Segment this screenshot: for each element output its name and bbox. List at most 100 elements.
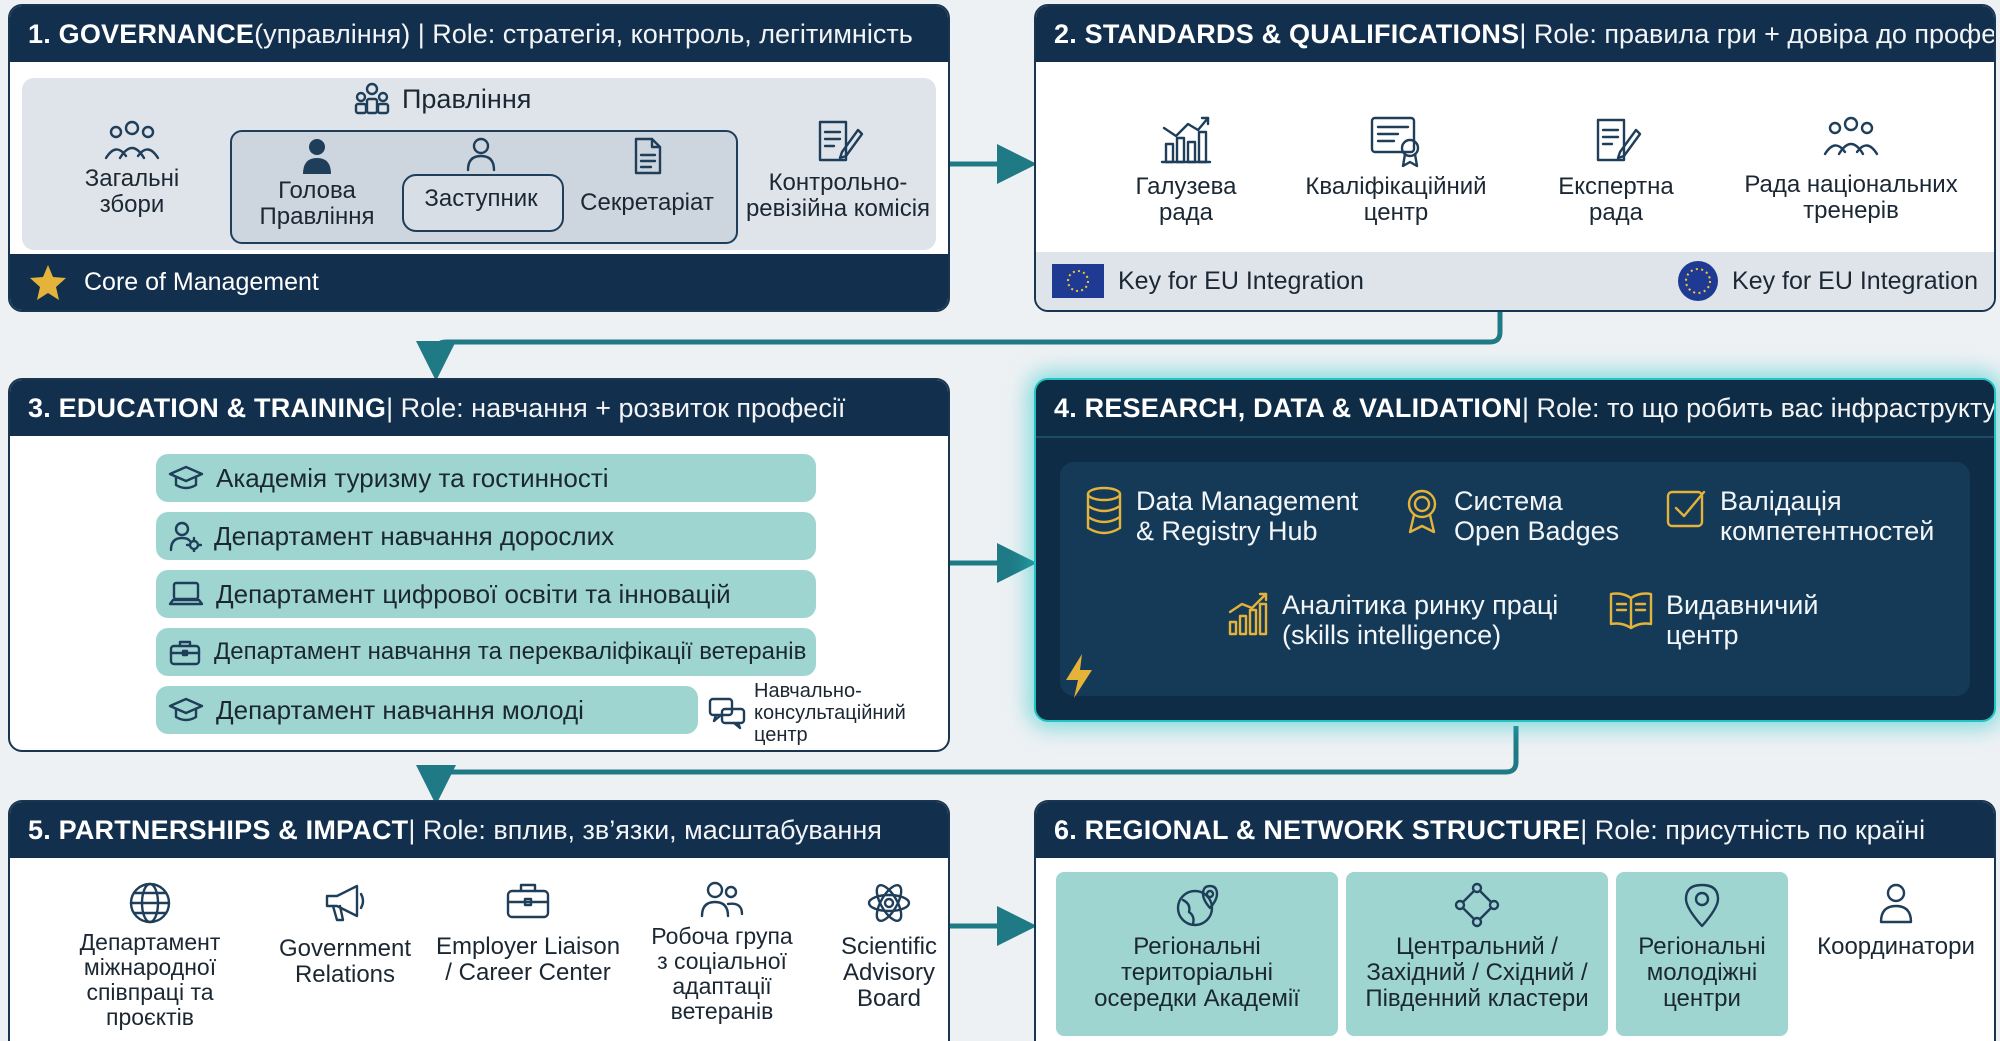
research-header: 4. RESEARCH, DATA & VALIDATION | Role: т… — [1036, 380, 1994, 438]
governance-body: Правління Загальні збори Голова Правлінн… — [22, 78, 936, 250]
regional-title: 6. REGIONAL & NETWORK STRUCTURE — [1054, 814, 1581, 845]
star-icon — [30, 265, 66, 300]
regional-item-coordinators: Координатори — [1796, 882, 1994, 960]
arrow-2-to-3 — [416, 312, 1503, 381]
clipboard-edit-icon — [818, 120, 864, 162]
chat-icon — [708, 697, 746, 730]
deputy-pill — [402, 174, 564, 232]
growth-chart-icon — [1160, 116, 1212, 164]
governance-title: 1. GOVERNANCE — [28, 18, 255, 49]
checkbox-icon — [1666, 490, 1706, 528]
standards-role: | Role: правила гри + довіра до професії — [1519, 18, 1994, 49]
deputy-label: Заступник — [424, 185, 538, 212]
research-item-publishing: Видавничий центр — [1608, 590, 1818, 650]
standards-header: 2. STANDARDS & QUALIFICATIONS | Role: пр… — [1036, 6, 1994, 62]
regional-item-youth-centers: Регіональні молодіжні центри — [1616, 872, 1788, 1036]
expert-council: Експертна рада — [1536, 114, 1696, 226]
location-pin-icon — [1684, 883, 1720, 928]
network-icon — [1454, 882, 1500, 928]
board-label: Правління — [402, 83, 532, 114]
partnerships-header: 5. PARTNERSHIPS & IMPACT | Role: вплив, … — [10, 802, 948, 858]
group-icon — [354, 82, 390, 115]
book-icon — [1609, 592, 1653, 630]
education-item-academy: Академія туризму та гостинності — [156, 454, 816, 502]
graduation-cap-icon — [168, 697, 204, 722]
badge-icon — [1407, 489, 1437, 534]
eu-circle-icon — [1678, 261, 1719, 301]
research-item-label: Data Management & Registry Hub — [1136, 486, 1359, 546]
qualification-center-label: Кваліфікаційний центр — [1305, 173, 1487, 226]
audit-commission-label: Контрольно- ревізійна комісія — [745, 169, 931, 222]
partnership-item-employer: Employer Liaison / Career Center — [428, 880, 628, 986]
partnerships-role: | Role: вплив, зв’язки, масштабування — [408, 814, 882, 845]
standards-footer: Key for EU Integration Key for EU Integr… — [1036, 252, 1994, 310]
education-item-label: Академія туризму та гостинності — [216, 462, 609, 493]
atom-icon — [867, 884, 911, 922]
megaphone-icon — [325, 884, 365, 922]
lightning-icon — [1066, 654, 1092, 698]
partnership-item-label: Government Relations — [278, 935, 412, 988]
person-outline-icon — [1879, 883, 1913, 924]
people-pair-icon — [700, 881, 744, 918]
secretariat-label: Секретаріат — [580, 189, 714, 216]
regional-panel: 6. REGIONAL & NETWORK STRUCTURE | Role: … — [1034, 800, 1996, 1041]
education-item-label: Департамент навчання та перекваліфікації… — [214, 638, 807, 665]
regional-role: | Role: присутність по країні — [1580, 814, 1926, 845]
person-outline-icon — [466, 137, 496, 172]
education-header: 3. EDUCATION & TRAINING | Role: навчання… — [10, 380, 948, 436]
governance-footer: Core of Management — [10, 254, 948, 310]
education-item-label: Департамент цифрової освіти та інновацій — [216, 578, 731, 609]
regional-item-clusters: Центральний / Західний / Східний / Півде… — [1346, 872, 1608, 1036]
research-panel: 4. RESEARCH, DATA & VALIDATION | Role: т… — [1034, 378, 1996, 722]
document-icon — [634, 137, 662, 175]
consult-center: Навчально- консультаційний центр — [708, 680, 906, 746]
person-solid-icon — [303, 139, 331, 174]
governance-panel: 1. GOVERNANCE (управління) | Role: страт… — [8, 4, 950, 312]
partnership-item-label: Employer Liaison / Career Center — [435, 933, 621, 986]
research-item-labor-analytics: Аналітика ринку праці (skills intelligen… — [1226, 590, 1558, 650]
regional-item-label: Центральний / Західний / Східний / Півде… — [1365, 933, 1589, 1012]
bar-chart-icon — [1228, 592, 1268, 636]
people-icon — [104, 120, 160, 160]
education-role: | Role: навчання + розвиток професії — [386, 392, 846, 423]
standards-panel: 2. STANDARDS & QUALIFICATIONS | Role: пр… — [1034, 4, 1996, 312]
briefcase-icon — [169, 640, 201, 666]
eu-integration-right-label: Key for EU Integration — [1732, 266, 1978, 295]
regional-item-cells: Регіональні територіальні осередки Акаде… — [1056, 872, 1338, 1036]
clipboard-edit-icon — [1596, 118, 1642, 162]
general-assembly: Загальні збори — [62, 118, 202, 218]
research-item-data-hub: Data Management & Registry Hub — [1084, 486, 1358, 546]
education-item-label: Департамент навчання дорослих — [214, 520, 615, 551]
partnerships-panel: 5. PARTNERSHIPS & IMPACT | Role: вплив, … — [8, 800, 950, 1041]
education-item-youth: Департамент навчання молоді — [156, 686, 698, 734]
research-item-label: Система Open Badges — [1454, 486, 1620, 546]
research-item-label: Видавничий центр — [1666, 590, 1819, 650]
briefcase-icon — [506, 883, 550, 919]
deputy: Заступник — [402, 136, 560, 212]
partnership-item-label: Департамент міжнародної співпраці та про… — [79, 929, 221, 1030]
general-assembly-label: Загальні збори — [84, 165, 180, 218]
person-settings-icon — [169, 521, 202, 552]
research-item-label: Валідація компетентностей — [1720, 486, 1935, 546]
research-item-validation: Валідація компетентностей — [1664, 486, 1934, 546]
education-item-veterans: Департамент навчання та перекваліфікації… — [156, 628, 816, 676]
education-item-adult: Департамент навчання дорослих — [156, 512, 816, 560]
regional-header: 6. REGIONAL & NETWORK STRUCTURE | Role: … — [1036, 802, 1994, 858]
board-title: Правління — [352, 82, 531, 116]
eu-integration-left-label: Key for EU Integration — [1118, 266, 1364, 295]
industry-council-label: Галузева рада — [1135, 173, 1237, 226]
research-role: | Role: то що робить вас інфраструктурою — [1522, 392, 1994, 423]
governance-header: 1. GOVERNANCE (управління) | Role: страт… — [10, 6, 948, 62]
governance-role: (управління) | Role: стратегія, контроль… — [254, 18, 913, 49]
partnership-item-veterans-workgroup: Робоча група з соціальної адаптації вете… — [622, 880, 822, 1024]
people-icon — [1823, 116, 1879, 156]
database-icon — [1086, 486, 1122, 535]
research-item-label: Аналітика ринку праці (skills intelligen… — [1282, 590, 1559, 650]
qualification-center: Кваліфікаційний центр — [1276, 114, 1516, 226]
industry-council: Галузева рада — [1096, 114, 1276, 226]
globe-icon — [129, 882, 171, 924]
research-inner — [1060, 462, 1970, 698]
regional-item-label: Регіональні територіальні осередки Акаде… — [1094, 933, 1300, 1012]
secretariat: Секретаріат — [572, 136, 722, 216]
national-trainers-council: Рада національних тренерів — [1726, 114, 1976, 224]
